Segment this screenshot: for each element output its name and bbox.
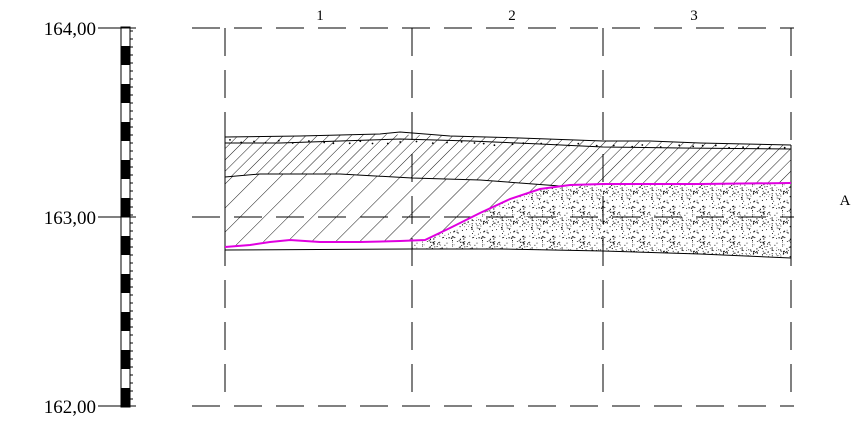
surface-dot — [446, 141, 448, 144]
surface-dot — [783, 146, 786, 149]
scale-bar-segment — [121, 350, 130, 369]
column-label-2: 2 — [508, 8, 516, 24]
surface-dot — [612, 144, 615, 147]
scale-bar-segment — [121, 122, 130, 141]
surface-dot — [308, 140, 310, 142]
surface-dot — [768, 147, 771, 149]
surface-dot — [659, 146, 662, 148]
surface-dot — [714, 144, 717, 147]
surface-dot — [460, 141, 463, 143]
surface-dot — [332, 142, 335, 145]
surface-dot — [415, 140, 418, 143]
magenta-boundary-line — [224, 182, 792, 248]
scale-bar-segment — [121, 274, 130, 293]
elevation-ticks — [98, 27, 136, 407]
surface-dot — [473, 142, 476, 144]
scale-bar-segment — [121, 198, 130, 217]
surface-dot — [493, 144, 496, 147]
surface-dot — [482, 142, 485, 145]
scale-bar-segment — [121, 312, 130, 331]
surface-dot — [386, 142, 389, 145]
surface-dot — [371, 142, 374, 145]
surface-dot — [253, 140, 255, 143]
scale-bar-segment — [121, 84, 130, 103]
clay-layer — [225, 174, 560, 247]
surface-dot — [359, 140, 362, 143]
surface-dot — [431, 142, 434, 145]
surface-dot — [540, 142, 543, 145]
surface-dot — [577, 142, 580, 145]
scale-bar-segments — [121, 30, 133, 407]
surface-dot — [728, 146, 730, 149]
sand-layer — [412, 183, 791, 258]
surface-dot — [742, 146, 744, 149]
elevation-label-top: 164,00 — [44, 19, 96, 40]
soil-layers — [224, 131, 792, 259]
column-label-3: 3 — [690, 8, 698, 24]
surface-dot — [264, 141, 267, 144]
surface-dot — [277, 139, 280, 142]
surface-dot — [511, 143, 514, 146]
surface-dot — [568, 144, 570, 147]
ground-surface-line — [224, 131, 792, 146]
surface-dot — [631, 145, 634, 148]
surface-dot — [229, 139, 231, 141]
scale-bar-segment — [121, 46, 130, 65]
surface-dot — [522, 142, 525, 145]
surface-dot — [348, 142, 351, 145]
elevation-label-bottom: 162,00 — [44, 397, 96, 418]
elevation-label-middle: 163,00 — [44, 208, 96, 229]
surface-dots — [229, 139, 786, 149]
scale-bar-segment — [121, 160, 130, 179]
surface-dot — [555, 143, 558, 146]
layer-bottom-line — [224, 248, 792, 259]
topsoil-layer — [225, 134, 791, 186]
surface-dot — [595, 144, 598, 147]
scale-bar-segment — [121, 388, 130, 407]
surface-dot — [291, 142, 294, 144]
column-label-1: 1 — [316, 8, 324, 24]
surface-dot — [641, 144, 644, 146]
row-label-a: A — [840, 193, 851, 209]
surface-dot — [701, 144, 704, 147]
surface-dot — [399, 141, 402, 143]
surface-dot — [692, 145, 695, 148]
scale-bar-segment — [121, 236, 130, 255]
surface-dot — [678, 144, 681, 147]
topsoil-base-line — [224, 173, 561, 187]
surface-dot — [240, 141, 243, 144]
surface-dot — [323, 141, 326, 144]
ground-surface-second-line — [225, 138, 792, 150]
surface-dot — [757, 147, 760, 149]
